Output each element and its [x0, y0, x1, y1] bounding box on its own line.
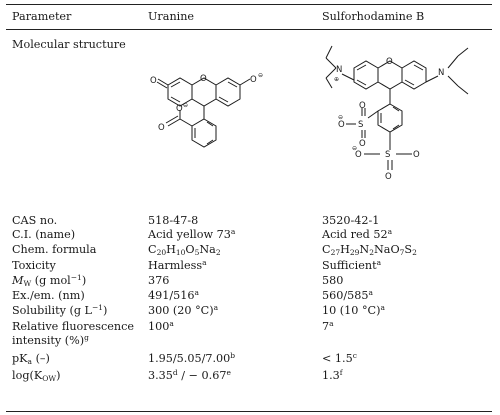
sulfo-o-s1c-charge: ⊖	[338, 114, 343, 121]
uranine-structure: O O O ⊖ O ⊖ O	[150, 72, 263, 148]
sulfo-o-s2c: O	[355, 150, 362, 160]
row-mw-label: MW (g mol−1)	[12, 273, 87, 288]
row-formula-uranine: C20H10O5Na2	[148, 243, 221, 257]
header-sulforhodamine: Sulforhodamine B	[322, 10, 425, 23]
uranine-o5: O	[158, 123, 165, 133]
row-mw-uranine: 376	[148, 274, 170, 287]
sulfo-s2: S	[385, 150, 390, 160]
row-ci-uranine: Acid yellow 73a	[148, 227, 236, 241]
row-logkow-label: log(KOW)	[12, 369, 61, 383]
header-parameter: Parameter	[12, 10, 72, 23]
row-exem-sulfo: 560/585a	[322, 288, 373, 302]
sulfo-n1: N	[336, 65, 342, 75]
uranine-o2: O	[200, 74, 207, 84]
row-pka-sulfo: < 1.5c	[322, 351, 357, 365]
row-exem-label: Ex./em. (nm)	[12, 289, 85, 302]
uranine-o4: O	[176, 104, 183, 114]
row-logkow-sulfo: 1.3f	[322, 368, 343, 382]
row-exem-uranine: 491/516a	[148, 288, 199, 302]
row-toxicity-label: Toxicity	[12, 259, 56, 272]
row-solubility-sulfo: 10 (10 °C)a	[322, 303, 385, 317]
sulfo-s1: S	[358, 120, 363, 130]
row-ci-sulfo: Acid red 52a	[322, 227, 393, 241]
sulfo-o-s2c-charge: ⊖	[352, 145, 357, 152]
row-toxicity-sulfo: Sufficienta	[322, 258, 382, 272]
row-mw-sulfo: 580	[322, 274, 344, 287]
row-solubility-label: Solubility (g L−1)	[12, 303, 108, 317]
uranine-o3: O	[250, 75, 257, 85]
sulfo-o-s2a: O	[413, 150, 420, 160]
row-solubility-uranine: 300 (20 °C)a	[148, 303, 219, 317]
row-formula-sulfo: C27H29N2NaO7S2	[322, 243, 417, 257]
sulfo-n1-charge: ⊕	[334, 76, 339, 83]
row-cas-sulfo: 3520-42-1	[322, 214, 380, 227]
row-cas-uranine: 518-47-8	[148, 214, 199, 227]
row-toxicity-uranine: Harmlessa	[148, 258, 207, 272]
sulfo-o-s1c: O	[338, 120, 345, 130]
uranine-o4-charge: ⊖	[183, 102, 188, 109]
sulfo-o-s2b: O	[385, 172, 392, 182]
row-pka-uranine: 1.95/5.05/7.00b	[148, 351, 236, 365]
top-rule	[6, 4, 492, 6]
row-fluorescence-uranine: 100a	[148, 319, 174, 333]
header-uranine: Uranine	[148, 10, 195, 23]
sulfo-o-ring: O	[386, 57, 393, 67]
molecular-structure-label: Molecular structure	[12, 38, 126, 51]
header-rule	[6, 29, 492, 30]
row-fluorescence-label-2: intensity (%)g	[12, 333, 89, 347]
row-pka-label: pKa (–)	[12, 352, 50, 366]
sulfo-o-s1a: O	[359, 101, 366, 111]
uranine-o1: O	[150, 76, 157, 86]
uranine-o3-charge: ⊖	[258, 72, 263, 79]
row-logkow-uranine: 3.35d / − 0.67e	[148, 368, 231, 382]
row-fluorescence-sulfo: 7a	[322, 319, 334, 333]
bottom-rule	[6, 411, 492, 413]
sulfo-n2: N	[438, 68, 444, 78]
row-fluorescence-label-1: Relative fluorescence	[12, 320, 134, 333]
sulforhodamine-structure: N ⊕ O N S O O O ⊖ S O O O ⊖	[325, 45, 469, 182]
row-formula-label: Chem. formula	[12, 243, 97, 256]
sulfo-o-s1b: O	[359, 139, 366, 149]
row-cas-label: CAS no.	[12, 214, 58, 227]
row-ci-label: C.I. (name)	[12, 228, 76, 241]
